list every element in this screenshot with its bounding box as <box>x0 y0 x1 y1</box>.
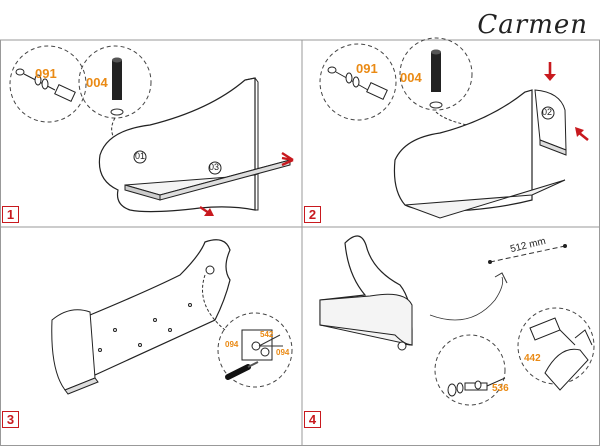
panel-number: 02 <box>542 107 553 117</box>
part-label: 094 <box>225 340 239 349</box>
step-4-illustration <box>319 235 595 406</box>
step-number-3: 3 <box>2 411 19 428</box>
part-label: 442 <box>524 353 541 364</box>
part-label: 004 <box>86 75 108 90</box>
brand-logo: Carmen <box>477 10 588 40</box>
part-label: 542 <box>260 330 274 339</box>
part-label: 091 <box>35 66 57 81</box>
step-2-illustration <box>319 37 589 219</box>
step-number-1: 1 <box>2 206 19 223</box>
part-label: 536 <box>492 383 509 394</box>
step-1-illustration <box>9 45 294 216</box>
panel-number: 03 <box>209 162 220 172</box>
step-number-2: 2 <box>304 206 321 223</box>
part-label: 004 <box>400 70 422 85</box>
step-number-4: 4 <box>304 411 321 428</box>
part-label: 091 <box>356 61 378 76</box>
step-3-illustration <box>51 239 293 395</box>
panel-number: 01 <box>135 151 146 161</box>
part-label: 094 <box>276 348 290 357</box>
